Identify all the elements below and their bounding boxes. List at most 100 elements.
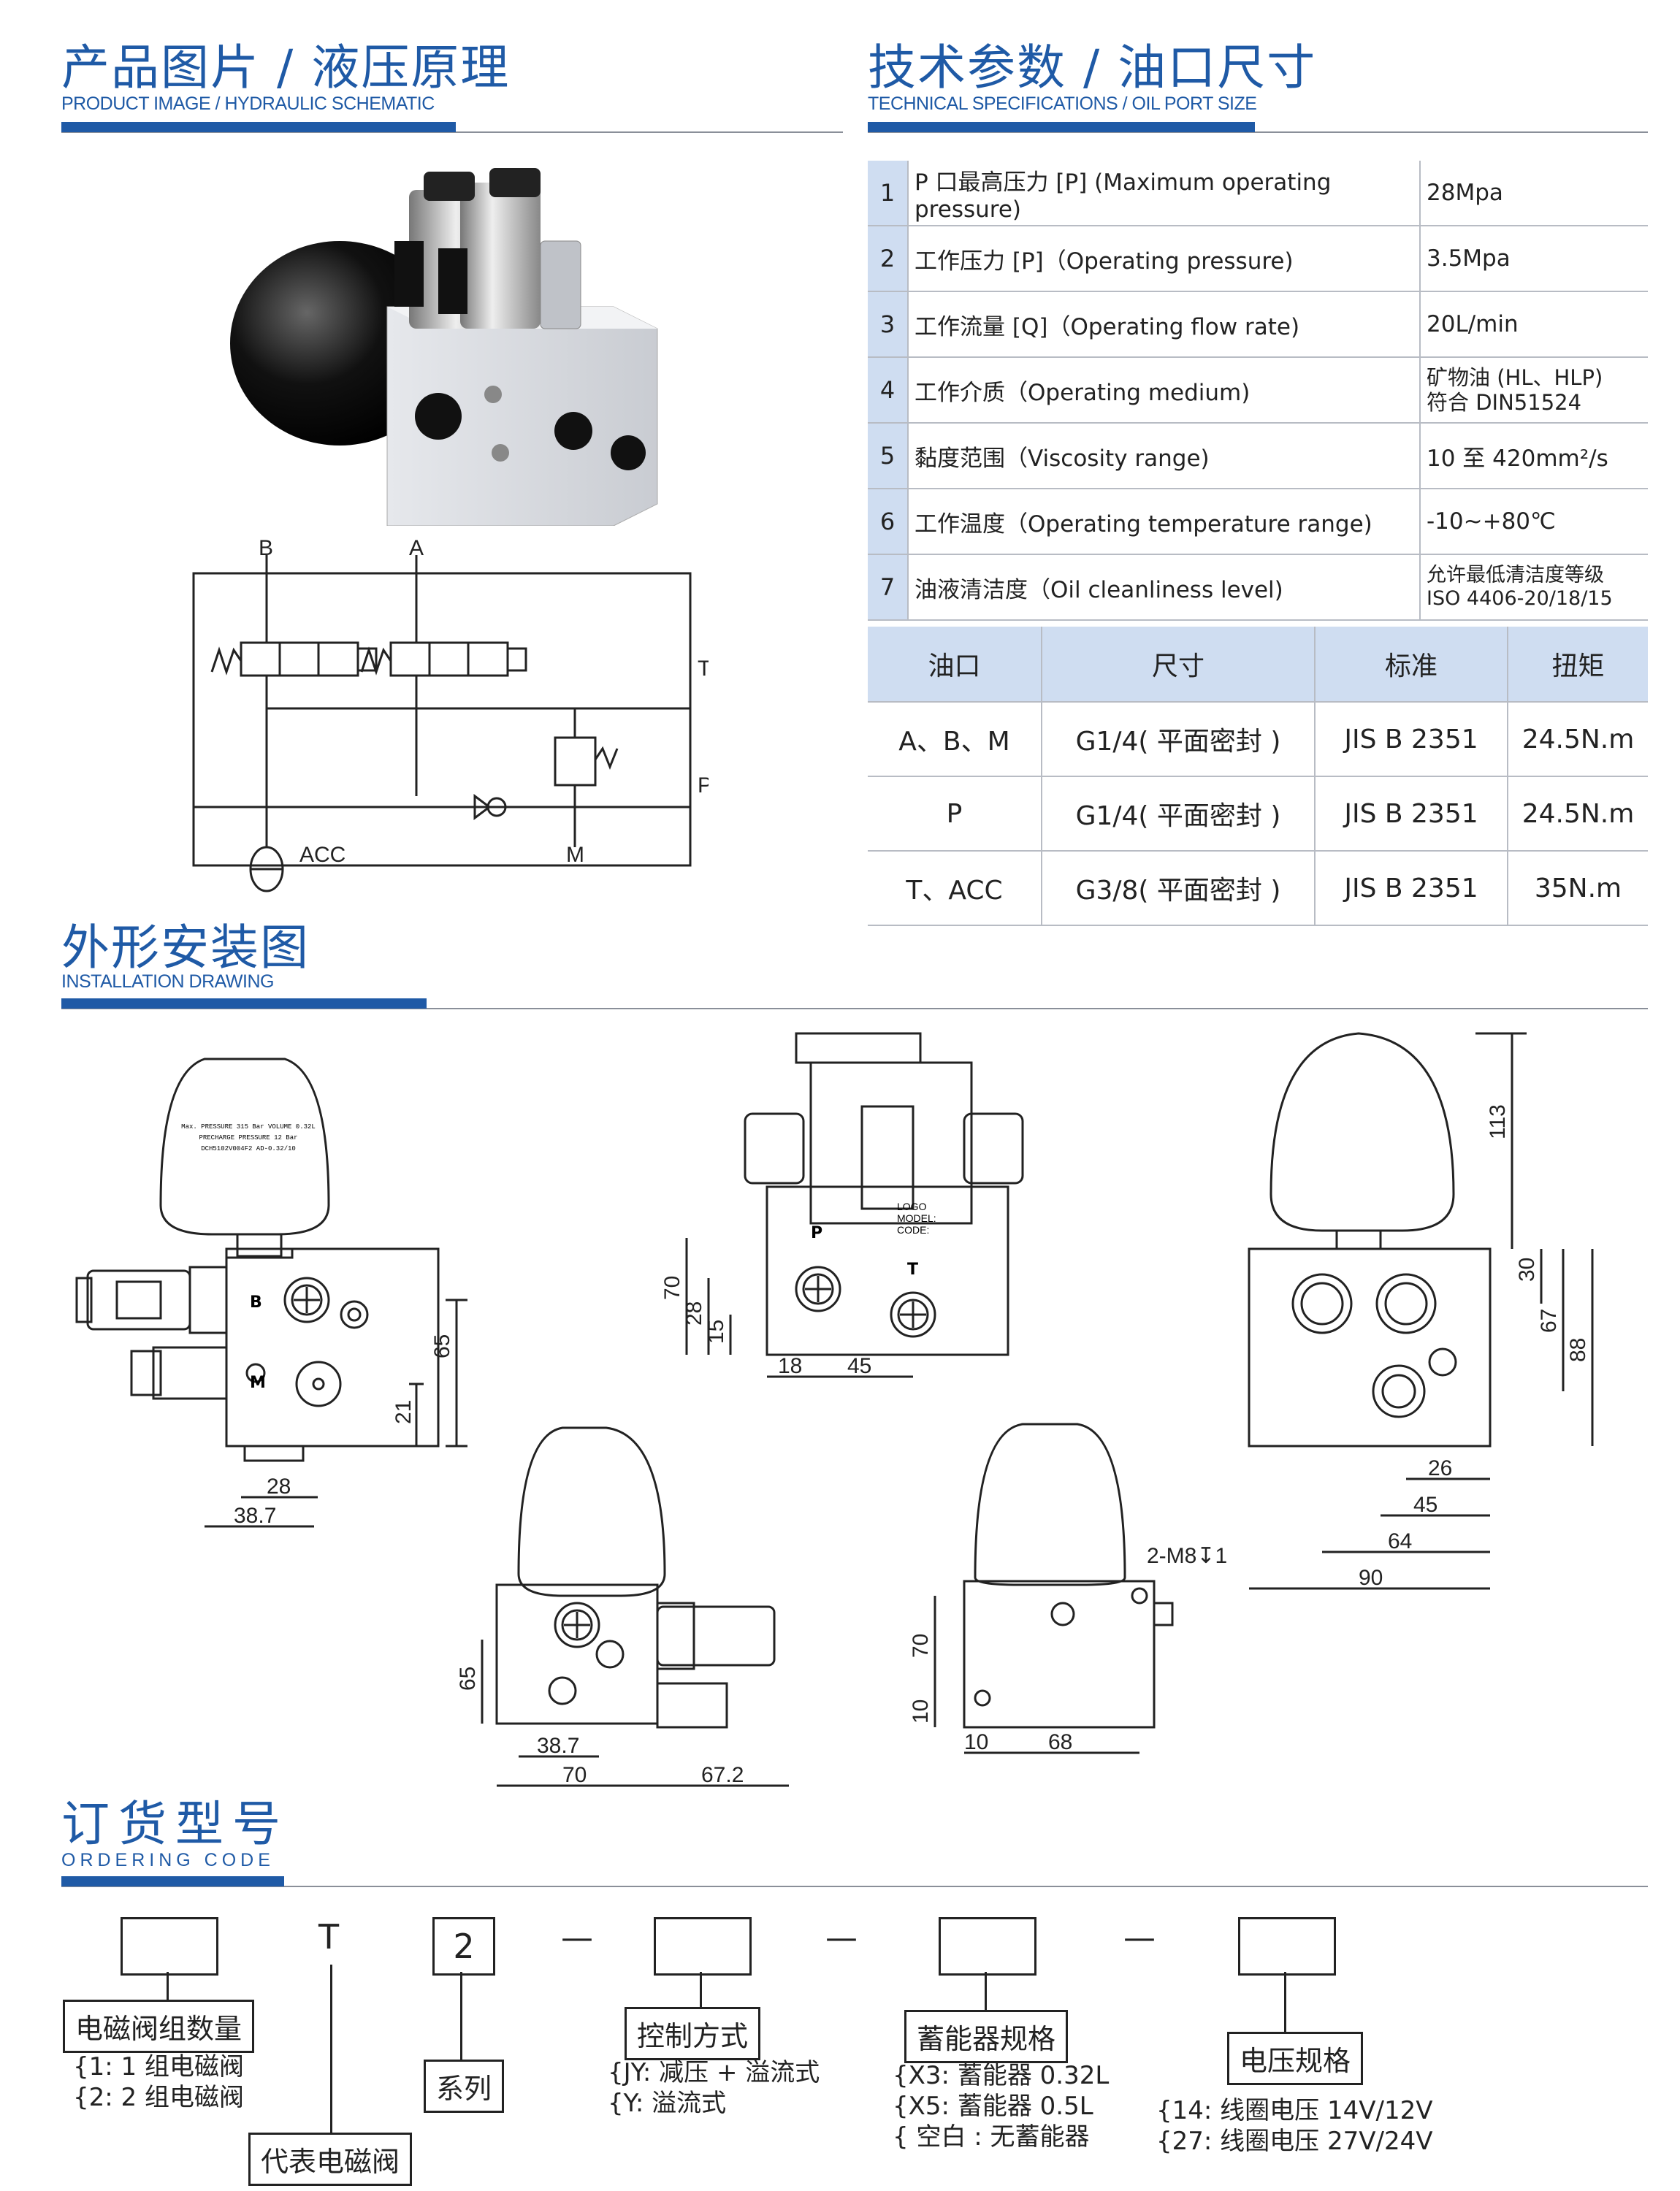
port-header-standard: 标准 [1315,627,1508,703]
dim-v1-65: 65 [430,1334,454,1358]
schematic-label-p: P [698,773,709,798]
install-section-rule [61,1008,1648,1009]
dim-v1-387: 38.7 [234,1504,276,1528]
product-section-title: 产品图片 / 液压原理 [61,39,511,96]
option-accum-none: { 空白 : 无蓄能器 [893,2122,1090,2152]
dim-v5-68: 68 [1048,1730,1072,1754]
schematic-label-b: B [259,536,273,560]
option-voltage-14: {14: 线圈电压 14V/12V [1156,2096,1433,2125]
spec-num: 6 [868,489,909,555]
label-control-mode: 控制方式 [625,2007,761,2060]
tech-section-subtitle: TECHNICAL SPECIFICATIONS / OIL PORT SIZE [868,93,1257,114]
spec-num: 3 [868,291,909,358]
dim-v5-10a: 10 [909,1699,933,1724]
dim-v3-113: 113 [1486,1104,1510,1139]
product-section-accent [61,122,456,132]
port-header-port: 油口 [868,627,1042,703]
accumulator-label-line1: Max. PRESSURE 315 Bar VOLUME 0.32L [181,1123,316,1131]
dim-v4-387: 38.7 [537,1734,579,1758]
code-slot-count [121,1917,218,1976]
drawing-view-bottom-right: 2-M8↧13 70 10 10 68 [909,1423,1227,1754]
schematic-label-t: T [698,657,709,681]
option-count-2: {2: 2 组电磁阀 [73,2083,244,2112]
dim-v3-67: 67 [1537,1309,1561,1333]
product-section-subtitle: PRODUCT IMAGE / HYDRAULIC SCHEMATIC [61,93,435,114]
option-control-y: {Y: 溢流式 [608,2089,727,2118]
option-voltage-27: {27: 线圈电压 27V/24V [1156,2127,1433,2156]
code-dash-2: — [825,1919,858,1957]
install-section-accent [61,998,427,1009]
ordering-section-subtitle: ORDERING CODE [61,1850,275,1870]
port-label-b: B [250,1293,262,1312]
plate-code: CODE: [897,1224,929,1236]
code-letter-t: T [318,1917,340,1957]
drawing-view-left: Max. PRESSURE 315 Bar VOLUME 0.32L PRECH… [75,1058,467,1528]
dim-v2-18: 18 [778,1354,802,1378]
spec-num: 7 [868,554,909,621]
accumulator-label-line2: PRECHARGE PRESSURE 12 Bar [199,1134,297,1142]
code-slot-voltage [1238,1917,1336,1976]
dim-v4-672: 67.2 [701,1763,744,1787]
code-slot-control [654,1917,752,1976]
spec-num: 1 [868,161,909,226]
label-accumulator-spec: 蓄能器规格 [904,2010,1069,2063]
dim-v3-90: 90 [1359,1566,1383,1590]
dim-v3-30: 30 [1515,1258,1539,1282]
install-section-subtitle: INSTALLATION DRAWING [61,971,274,992]
hydraulic-schematic: B A T P ACC M [192,536,709,892]
ordering-section-title: 订货型号 [61,1796,289,1852]
product-photo [230,168,658,526]
drawing-view-right: 113 30 67 88 26 45 64 90 [1248,1032,1594,1590]
dim-v1-21: 21 [392,1400,416,1424]
spec-value: 28Mpa [1420,161,1648,226]
spec-num: 2 [868,226,909,292]
dim-v2-45: 45 [847,1354,871,1378]
dim-v4-65: 65 [456,1667,480,1691]
spec-num: 4 [868,357,909,424]
spec-value: 10 至 420mm²/s [1420,423,1648,489]
label-valve-count: 电磁阀组数量 [63,2000,255,2053]
tech-section-rule [868,131,1648,133]
tech-section-accent [868,122,1255,132]
dim-v2-28: 28 [682,1301,706,1326]
port-header-torque: 扭矩 [1508,627,1648,703]
ordering-section-rule [61,1886,1648,1887]
option-accum-x3: {X3: 蓄能器 0.32L [893,2061,1110,2090]
spec-label: 油液清洁度（Oil cleanliness level) [908,554,1421,621]
spec-value: 允许最低清洁度等级 [1427,564,1604,586]
dim-v5-70: 70 [909,1634,933,1658]
dim-v5-10b: 10 [964,1730,988,1754]
dim-v3-88: 88 [1566,1338,1590,1362]
dim-v1-28: 28 [267,1475,291,1499]
dim-v4-70: 70 [562,1763,587,1787]
plate-logo: LOGO [897,1201,927,1212]
spec-label: 工作压力 [P]（Operating pressure) [908,226,1421,292]
spec-label: 黏度范围（Viscosity range) [908,423,1421,489]
drawing-view-front: P T LOGO MODEL: CODE: 70 28 15 18 45 [660,1032,1024,1378]
schematic-label-a: A [409,536,424,560]
spec-label: 工作温度（Operating temperature range) [908,489,1421,555]
spec-value: 矿物油 (HL、HLP) [1427,365,1603,390]
label-represents-valve: 代表电磁阀 [248,2133,413,2186]
dim-v3-45: 45 [1413,1493,1437,1517]
spec-num: 5 [868,423,909,489]
port-label-m: M [250,1374,266,1392]
spec-value: 3.5Mpa [1420,226,1648,292]
install-section-title: 外形安装图 [61,919,310,976]
label-voltage-spec: 电压规格 [1227,2032,1364,2085]
code-digit-2: 2 [432,1917,495,1976]
dim-v2-15: 15 [704,1320,728,1344]
tech-section-title: 技术参数 / 油口尺寸 [868,39,1317,96]
code-dash-3: — [1123,1919,1156,1957]
port-table-header: 油口 尺寸 标准 扭矩 [868,627,1648,703]
schematic-label-m: M [566,843,584,867]
